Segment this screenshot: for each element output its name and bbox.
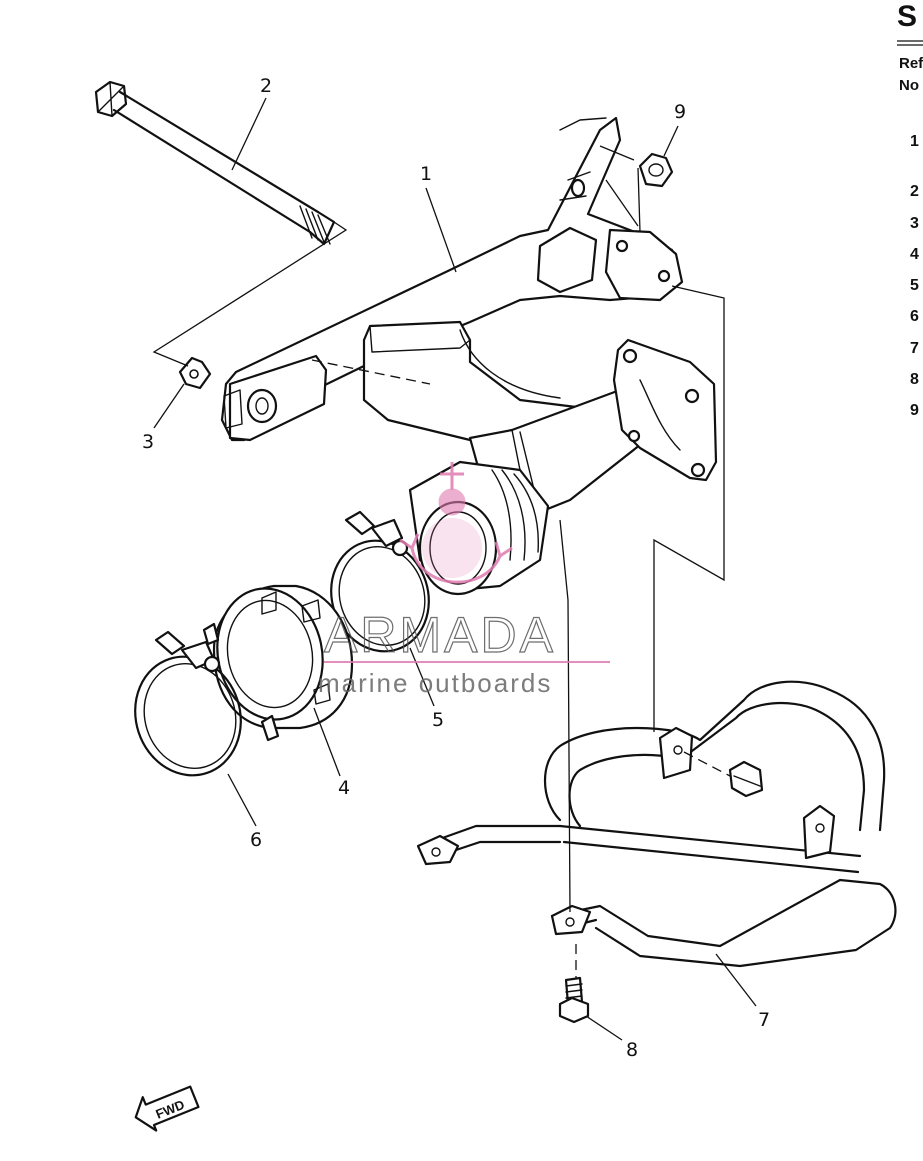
header-title-fragment: S bbox=[897, 0, 917, 33]
ref-number-column: 1 2 3 4 5 6 7 8 9 bbox=[910, 133, 919, 419]
callout-4: 4 bbox=[338, 777, 350, 799]
ref-number: 9 bbox=[910, 402, 919, 419]
part-6-large-clamp bbox=[134, 630, 242, 777]
ref-number: 2 bbox=[910, 183, 919, 200]
callout-5: 5 bbox=[432, 709, 444, 731]
ref-number: 5 bbox=[910, 277, 919, 294]
part-7-guard-frame bbox=[416, 680, 897, 968]
watermark-tagline: marine outboards bbox=[318, 668, 552, 698]
fwd-direction-arrow: FWD bbox=[134, 1085, 200, 1132]
callouts: 1 2 3 4 5 6 7 8 9 bbox=[142, 75, 770, 1061]
bolt-upper bbox=[728, 760, 764, 798]
part-4-boot bbox=[202, 584, 354, 742]
ref-number: 4 bbox=[910, 246, 919, 263]
callout-6: 6 bbox=[250, 829, 262, 851]
part-5-small-clamp bbox=[330, 510, 430, 653]
callout-9: 9 bbox=[674, 101, 686, 123]
part-1-swing-arm bbox=[220, 116, 718, 596]
armada-watermark: ARMADA marine outboards bbox=[318, 462, 610, 698]
anchor-logo-icon bbox=[399, 462, 513, 584]
watermark-brand: ARMADA bbox=[324, 607, 556, 663]
part-3-plate bbox=[178, 356, 212, 390]
reference-header: S Ref No 1 2 3 4 5 6 7 8 9 bbox=[897, 0, 923, 419]
callout-3: 3 bbox=[142, 431, 154, 453]
callout-8: 8 bbox=[626, 1039, 638, 1061]
ref-label-line1: Ref bbox=[899, 55, 923, 72]
part-2-pivot-bolt bbox=[94, 80, 336, 246]
ref-label-line2: No bbox=[899, 77, 919, 94]
alignment-lines bbox=[152, 145, 731, 978]
part-8-bolt bbox=[558, 976, 590, 1024]
ref-number: 3 bbox=[910, 215, 919, 232]
callout-2: 2 bbox=[260, 75, 272, 97]
ref-number: 8 bbox=[910, 371, 919, 388]
part-9-nut bbox=[638, 152, 674, 188]
callout-7: 7 bbox=[758, 1009, 770, 1031]
ref-number: 1 bbox=[910, 133, 919, 150]
callout-1: 1 bbox=[420, 163, 432, 185]
ref-number: 6 bbox=[910, 308, 919, 325]
ref-number: 7 bbox=[910, 340, 919, 357]
